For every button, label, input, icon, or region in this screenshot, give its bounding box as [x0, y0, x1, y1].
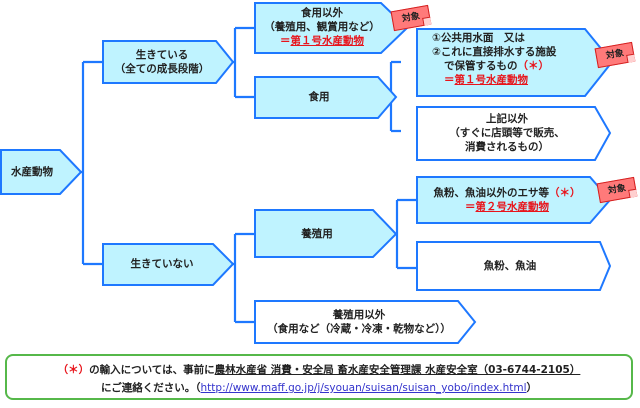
fishmeal-label: 魚粉、魚油 — [483, 260, 537, 272]
food-label: 食用 — [308, 91, 330, 103]
box-not-alive — [102, 243, 235, 286]
label-food: 食用 — [255, 90, 383, 104]
note-mark: （＊） — [57, 364, 90, 376]
root-label: 水産動物 — [11, 166, 53, 178]
note-text2: にご連絡ください。（ — [100, 382, 201, 394]
note-text3: ） — [526, 382, 538, 394]
box-root — [0, 149, 83, 195]
public-water-line2: ②これに直接排水する施設 — [432, 46, 557, 58]
public-water-line1: ①公共用水面 又は — [432, 32, 525, 44]
note-url-link[interactable]: http://www.maff.go.jp/j/syouan/suisan/su… — [200, 382, 527, 394]
label-root: 水産動物 — [1, 165, 63, 179]
note-text1: の輸入については、事前に — [89, 364, 215, 376]
alive-line2: （全ての成長段階） — [114, 63, 210, 75]
other-food-line1: 上記以外 — [486, 113, 528, 125]
other-food-line2: （すぐに店頭等で販売、 — [449, 127, 565, 139]
non-food-eq: ＝ — [280, 35, 291, 47]
connector-root — [81, 60, 103, 266]
alive-line1: 生きている — [135, 49, 189, 61]
label-feed: 魚粉、魚油以外のエサ等（＊） ＝第２号水産動物 — [417, 186, 597, 214]
contact-note: （＊）の輸入については、事前に農林水産省 消費・安全局 畜水産安全管理課 水産安… — [5, 354, 633, 400]
box-fishmeal — [416, 241, 612, 291]
non-food-line1: 食用以外 — [301, 7, 343, 19]
aquaculture-label: 養殖用 — [301, 228, 333, 240]
box-other-food — [416, 106, 612, 161]
public-water-line3: で保管するもの — [444, 60, 518, 72]
non-food-line2: （養殖用、観賞用など） — [264, 21, 380, 33]
note-contact: 農林水産省 消費・安全局 畜水産安全管理課 水産安全室（03-6744-2105… — [214, 364, 581, 376]
label-non-aquaculture: 養殖用以外 （食用など（冷蔵・冷凍・乾物など）） — [255, 308, 463, 336]
label-not-alive: 生きていない — [103, 257, 221, 271]
feed-eq: ＝ — [465, 201, 476, 213]
box-alive — [102, 40, 235, 84]
box-feed — [416, 176, 612, 224]
box-public-water — [416, 28, 614, 97]
box-non-aquaculture — [254, 300, 477, 344]
not-alive-label: 生きていない — [130, 258, 194, 270]
label-public-water: ①公共用水面 又は ②これに直接排水する施設 で保管するもの（＊） ＝第１号水産… — [432, 31, 556, 87]
box-food — [254, 76, 398, 119]
note-line1: （＊）の輸入については、事前に農林水産省 消費・安全局 畜水産安全管理課 水産安… — [7, 362, 631, 377]
note-line2: にご連絡ください。（http://www.maff.go.jp/j/syouan… — [7, 380, 631, 395]
label-other-food: 上記以外 （すぐに店頭等で販売、 消費されるもの） — [417, 112, 597, 154]
label-alive: 生きている （全ての成長段階） — [103, 48, 221, 76]
feed-line1: 魚粉、魚油以外のエサ等 — [433, 187, 550, 199]
feed-mark: （＊） — [549, 187, 581, 199]
public-water-eq: ＝ — [444, 74, 455, 86]
other-food-line3: 消費されるもの） — [465, 141, 549, 153]
connector-not-alive — [233, 232, 255, 324]
box-non-food — [254, 1, 409, 54]
public-water-class: 第１号水産動物 — [454, 74, 529, 86]
box-aquaculture — [254, 209, 398, 258]
label-fishmeal: 魚粉、魚油 — [417, 259, 603, 273]
connector-alive — [233, 26, 255, 99]
feed-class: 第２号水産動物 — [475, 201, 550, 213]
non-aquaculture-line1: 養殖用以外 — [332, 309, 386, 321]
non-aquaculture-line2: （食用など（冷蔵・冷凍・乾物など）） — [267, 323, 451, 335]
non-food-class: 第１号水産動物 — [290, 35, 365, 47]
label-aquaculture: 養殖用 — [255, 227, 379, 241]
label-non-food: 食用以外 （養殖用、観賞用など） ＝第１号水産動物 — [255, 6, 389, 48]
public-water-mark: （＊） — [517, 60, 550, 72]
